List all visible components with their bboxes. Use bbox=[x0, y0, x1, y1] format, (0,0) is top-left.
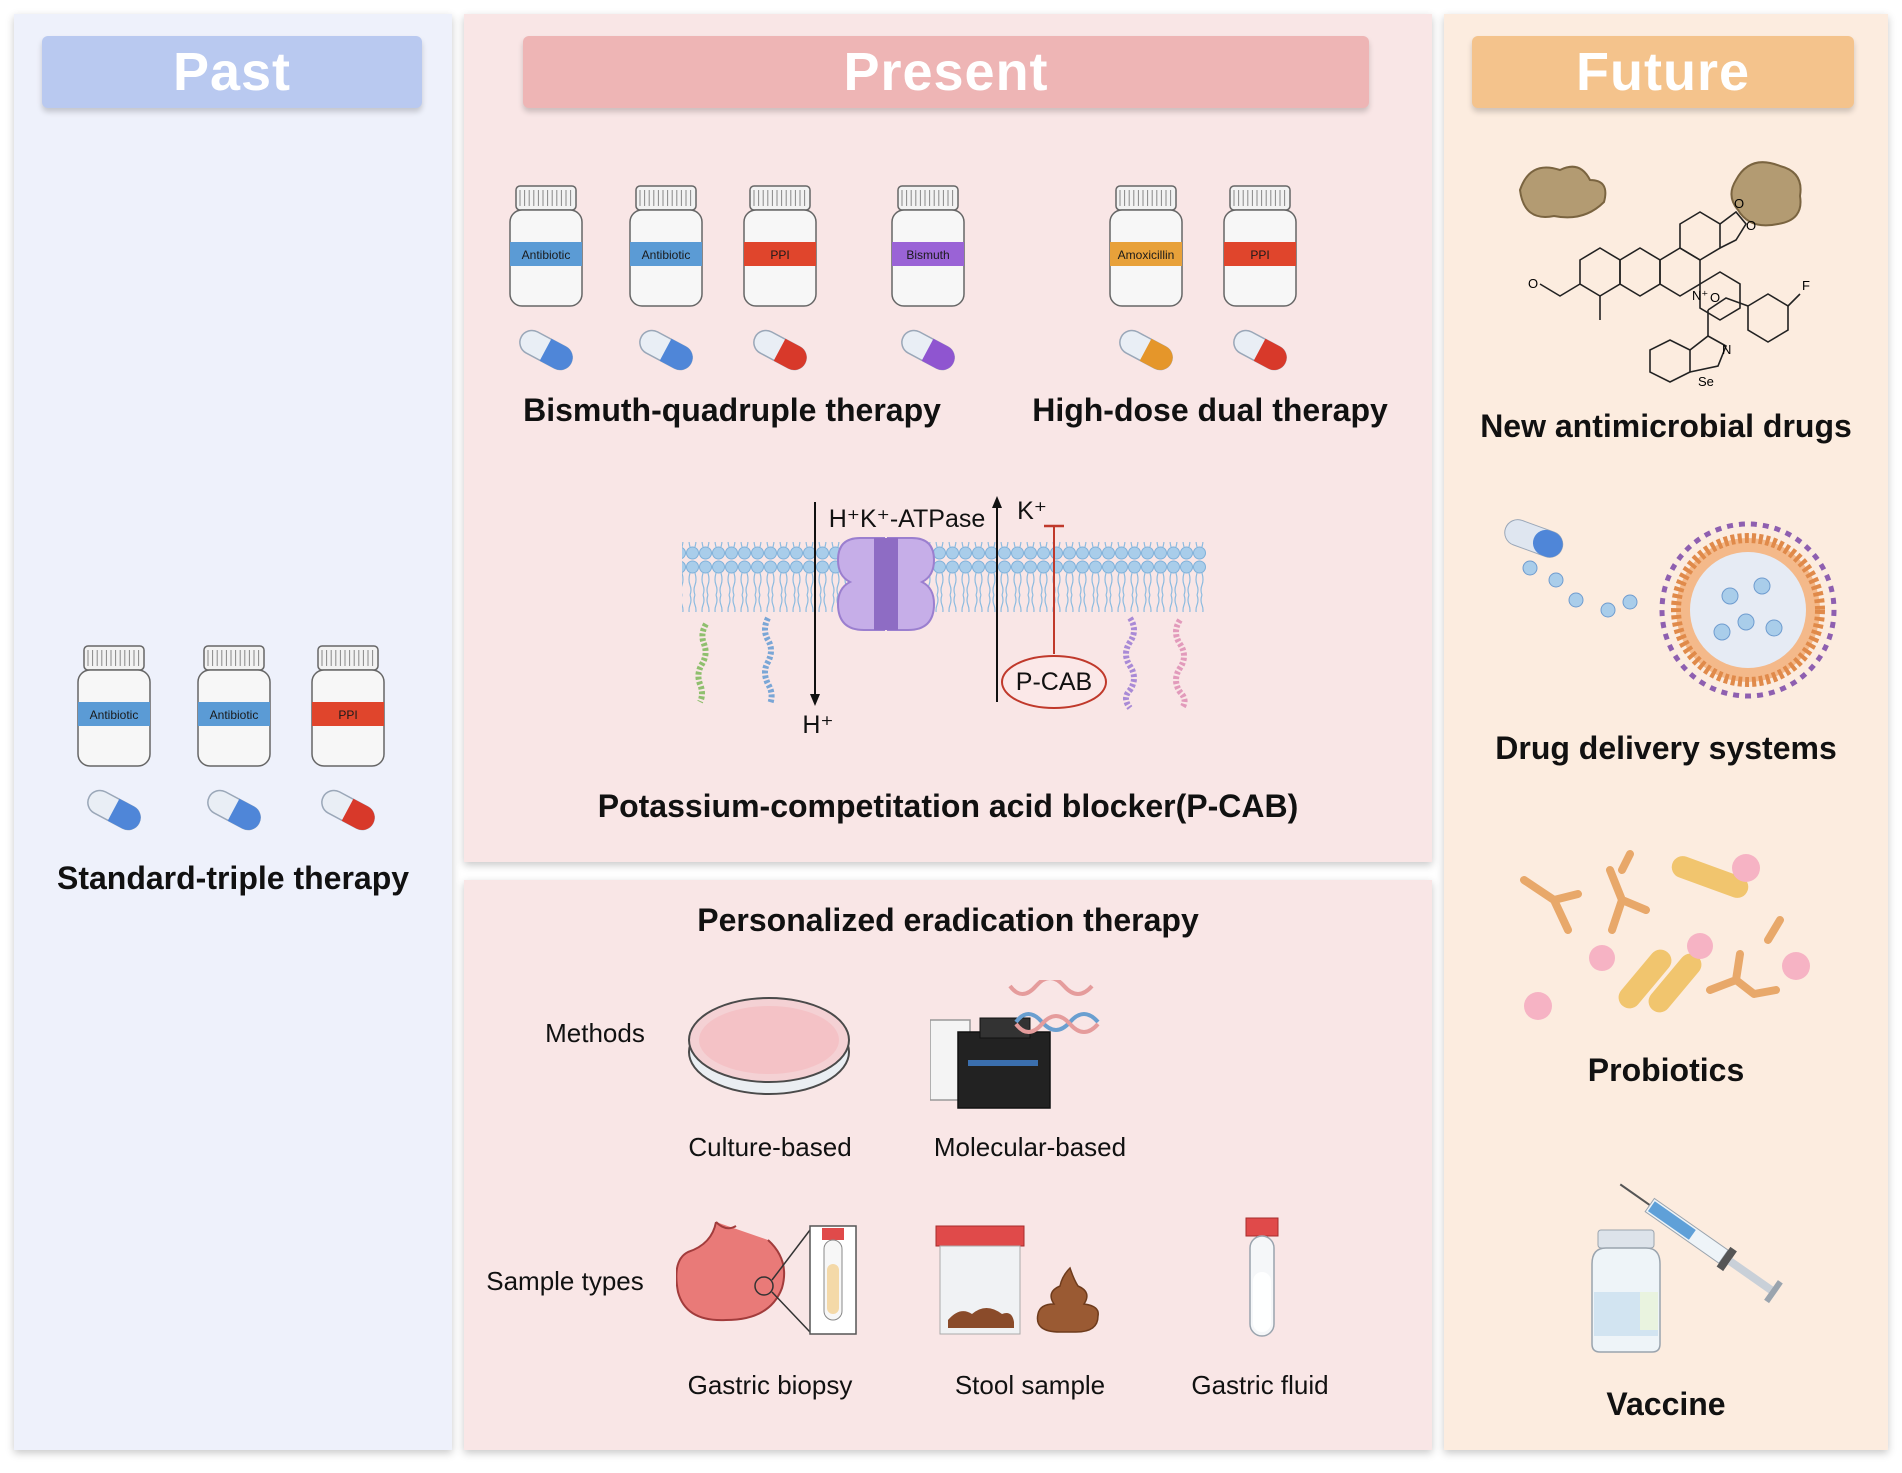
capsule-icon bbox=[1119, 329, 1173, 371]
vaccine-vial-syringe-icon bbox=[1591, 1183, 1783, 1353]
chem-o-1: O bbox=[1734, 196, 1744, 211]
capsule-icon bbox=[639, 329, 693, 371]
k-ion-label: K⁺ bbox=[1017, 497, 1047, 525]
future-header: Future bbox=[1472, 36, 1854, 108]
capsule-icon bbox=[207, 789, 261, 831]
chem-f: F bbox=[1802, 278, 1810, 293]
gastric-fluid-tube-icon bbox=[1245, 1217, 1279, 1337]
capsule-icon bbox=[1233, 329, 1287, 371]
chem-n-plus: N⁺ bbox=[1692, 288, 1708, 303]
protein-helix-pink bbox=[1173, 618, 1188, 710]
sample-types-label: Sample types bbox=[486, 1266, 644, 1296]
pill-bottle-label: Antibiotic bbox=[210, 708, 259, 722]
present-bottom-panel bbox=[464, 880, 1432, 1450]
pill-bottle-label: Amoxicillin bbox=[1118, 248, 1175, 262]
sequencer-icon bbox=[930, 980, 1100, 1109]
h-ion-label: H⁺ bbox=[802, 711, 834, 739]
future-item-drug-delivery: Drug delivery systems bbox=[1495, 730, 1837, 766]
pill-bottle-label: Antibiotic bbox=[522, 248, 571, 262]
future-item-antimicrobial: New antimicrobial drugs bbox=[1480, 408, 1852, 444]
gastric-biopsy-label: Gastric biopsy bbox=[687, 1370, 853, 1400]
present-top-panel bbox=[464, 14, 1432, 862]
chem-o-4: O bbox=[1528, 276, 1538, 291]
pill-bottle: PPI bbox=[743, 185, 817, 307]
pill-bottle: Bismuth bbox=[891, 185, 965, 307]
stomach-biopsy-icon bbox=[676, 1221, 857, 1335]
pill-bottle: Antibiotic bbox=[77, 645, 151, 767]
pcab-therapy-label: Potassium-competitation acid blocker(P-C… bbox=[597, 788, 1299, 824]
quadruple-therapy-label: Bismuth-quadruple therapy bbox=[523, 392, 941, 428]
chem-o-2: O bbox=[1746, 218, 1756, 233]
capsule-icon bbox=[321, 789, 375, 831]
probiotics-bacteria-icon bbox=[1520, 850, 1810, 1020]
pill-bottle-label: Bismuth bbox=[906, 248, 949, 262]
pill-bottle: Antibiotic bbox=[197, 645, 271, 767]
antimicrobial-molecules-icon: N⁺ O O O O N Se F bbox=[1518, 161, 1810, 389]
past-header: Past bbox=[42, 36, 422, 108]
future-item-probiotics: Probiotics bbox=[1587, 1052, 1745, 1088]
pill-bottle-label: PPI bbox=[1250, 248, 1269, 262]
chem-o-3: O bbox=[1710, 290, 1720, 305]
personalized-therapy-title: Personalized eradication therapy bbox=[697, 902, 1199, 938]
quadruple-bottles: Antibiotic Antibiotic PPI Bismuth bbox=[509, 185, 965, 371]
pill-bottle: Antibiotic bbox=[509, 185, 583, 307]
capsule-icon bbox=[753, 329, 807, 371]
pcab-membrane-diagram bbox=[682, 496, 1206, 710]
capsule-icon bbox=[87, 789, 141, 831]
culture-based-label: Culture-based bbox=[688, 1132, 852, 1162]
drug-delivery-nanoparticle-icon bbox=[1504, 519, 1837, 699]
pcab-label: P-CAB bbox=[1015, 668, 1093, 696]
methods-label: Methods bbox=[545, 1018, 645, 1048]
past-bottles: Antibiotic Antibiotic PPI bbox=[77, 645, 385, 831]
gastric-fluid-label: Gastric fluid bbox=[1191, 1370, 1329, 1400]
future-item-vaccine: Vaccine bbox=[1606, 1386, 1726, 1422]
stool-sample-label: Stool sample bbox=[954, 1370, 1106, 1400]
dual-therapy-label: High-dose dual therapy bbox=[1032, 392, 1388, 428]
pill-bottle: PPI bbox=[1223, 185, 1297, 307]
pill-bottle: PPI bbox=[311, 645, 385, 767]
petri-dish-icon bbox=[688, 997, 850, 1095]
protein-helix-green bbox=[695, 622, 709, 704]
dual-bottles: Amoxicillin PPI bbox=[1109, 185, 1297, 371]
lipid-bilayer bbox=[682, 542, 1206, 612]
pill-bottle: Amoxicillin bbox=[1109, 185, 1183, 307]
chem-se: Se bbox=[1698, 374, 1714, 389]
chem-n: N bbox=[1722, 342, 1731, 357]
capsule-icon bbox=[901, 329, 955, 371]
present-header: Present bbox=[523, 36, 1369, 108]
capsule-icon bbox=[519, 329, 573, 371]
pill-bottle-label: PPI bbox=[338, 708, 357, 722]
pump-label: H⁺K⁺-ATPase bbox=[828, 505, 986, 533]
molecular-based-label: Molecular-based bbox=[933, 1132, 1127, 1162]
protein-helix-purple bbox=[1123, 616, 1137, 710]
pill-bottle-label: PPI bbox=[770, 248, 789, 262]
proton-pump bbox=[836, 537, 936, 631]
protein-helix-blue bbox=[762, 616, 775, 706]
pill-bottle: Antibiotic bbox=[629, 185, 703, 307]
pill-bottle-label: Antibiotic bbox=[642, 248, 691, 262]
stool-sample-icon bbox=[935, 1225, 1099, 1335]
pcab-blocker-ellipse bbox=[1001, 655, 1107, 709]
past-therapy-label: Standard-triple therapy bbox=[56, 860, 410, 896]
pill-bottle-label: Antibiotic bbox=[90, 708, 139, 722]
